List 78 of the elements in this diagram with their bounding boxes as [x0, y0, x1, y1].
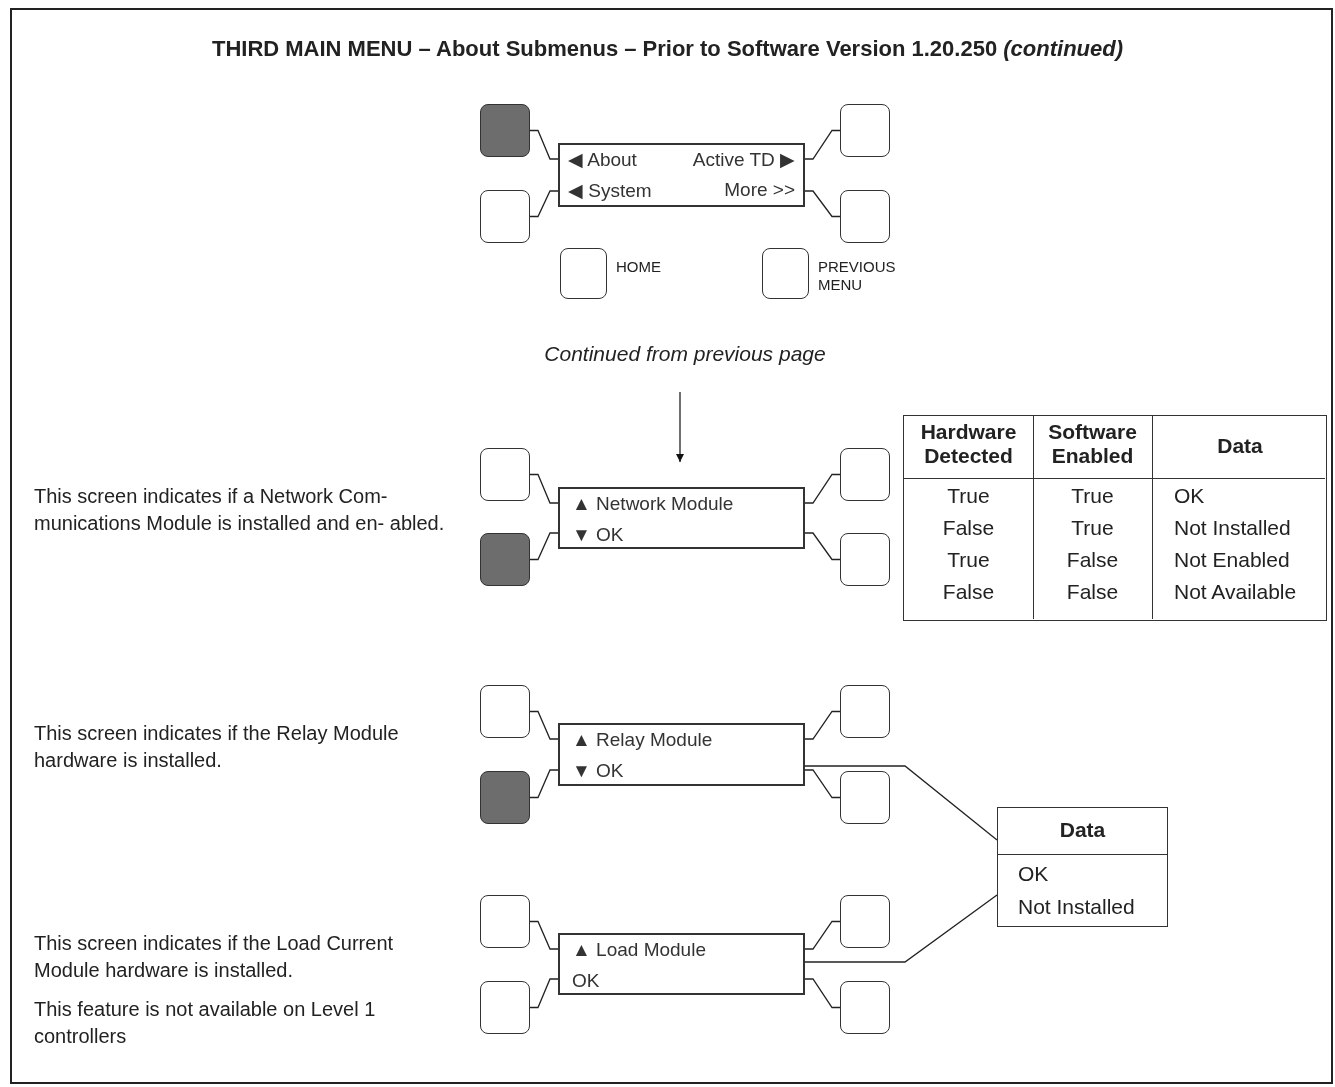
- table-header: Hardware Detected: [919, 420, 1018, 468]
- description-text: This screen indicates if a Network Com- munications Module is installed and en- abled.: [34, 484, 446, 536]
- table-cell: OK: [1174, 484, 1205, 508]
- connector-line: [529, 710, 559, 740]
- table-cell: Not Enabled: [1174, 548, 1290, 572]
- connector-line: [804, 129, 841, 160]
- pressed-keypad-button: [480, 104, 530, 157]
- keypad-button: [840, 771, 890, 824]
- screen-text: ▼ OK: [572, 524, 624, 546]
- table-header: Software Enabled: [1047, 420, 1138, 468]
- description-text: This screen indicates if the Relay Module hardware is installed.: [34, 721, 400, 773]
- keypad-button: [480, 895, 530, 948]
- keypad-button: [840, 533, 890, 586]
- keypad-button: [840, 981, 890, 1034]
- table-cell-text: False: [1065, 548, 1120, 572]
- table-cell: Not Available: [1174, 580, 1297, 604]
- screen-text: ▲ Load Module: [572, 939, 706, 961]
- table-cell-text: False: [1065, 580, 1120, 604]
- connector-line: [529, 532, 559, 561]
- connector-line: [804, 920, 841, 950]
- table-header: Data: [1058, 818, 1107, 842]
- pressed-keypad-button: [480, 771, 530, 824]
- table-cell: OK: [1018, 862, 1049, 886]
- connector-line: [804, 532, 841, 561]
- keypad-button: [480, 190, 530, 243]
- connector-line: [529, 978, 559, 1009]
- arrow: [676, 391, 684, 463]
- connector-line: [804, 978, 841, 1009]
- keypad-button: [480, 448, 530, 501]
- keypad-button: [480, 981, 530, 1034]
- connector-line: [529, 769, 559, 799]
- keypad-button: [560, 248, 607, 299]
- button-label: PREVIOUS MENU: [818, 258, 897, 294]
- keypad-button: [840, 448, 890, 501]
- screen-text: ◀ About: [568, 148, 637, 171]
- connector-line: [804, 473, 841, 504]
- connector-line: [529, 473, 559, 504]
- table-cell: Not Installed: [1018, 895, 1135, 919]
- connector-line: [804, 190, 841, 218]
- lcd-screen: [558, 933, 805, 995]
- keypad-button: [840, 104, 890, 157]
- screen-text: Active TD ▶: [692, 148, 795, 171]
- screen-text: More >>: [724, 179, 795, 201]
- screen-text: ▲ Network Module: [572, 493, 734, 515]
- screen-text: ▲ Relay Module: [572, 729, 713, 751]
- table-cell-text: False: [941, 580, 996, 604]
- table-cell-text: True: [1070, 516, 1115, 540]
- connector-line: [529, 920, 559, 950]
- keypad-button: [840, 685, 890, 738]
- connector-line: [529, 129, 559, 160]
- pressed-keypad-button: [480, 533, 530, 586]
- connector-line: [804, 769, 841, 799]
- table-cell-text: True: [946, 484, 991, 508]
- lcd-screen: [558, 487, 805, 549]
- table-cell-text: True: [946, 548, 991, 572]
- description-text: This feature is not available on Level 1 controllers: [34, 997, 377, 1049]
- keypad-button: [762, 248, 809, 299]
- title: THIRD MAIN MENU – About Submenus – Prior to Software Version 1.20.250 (continued): [210, 36, 1125, 62]
- screen-text: ◀ System: [568, 179, 652, 202]
- keypad-button: [480, 685, 530, 738]
- leader-line: [804, 765, 998, 841]
- leader-line: [804, 894, 998, 963]
- screen-text: ▼ OK: [572, 760, 624, 782]
- lcd-screen: [558, 723, 805, 786]
- screen-text: OK: [572, 970, 600, 992]
- description-text: This screen indicates if the Load Current Module hardware is installed.: [34, 931, 395, 983]
- note-text: Continued from previous page: [470, 342, 900, 366]
- lcd-screen: [558, 143, 805, 207]
- connector-line: [804, 710, 841, 740]
- connector-line: [529, 190, 559, 218]
- table-cell-text: False: [941, 516, 996, 540]
- data-table: [997, 807, 1168, 927]
- table-header: Data: [1216, 434, 1264, 458]
- table-cell: Not Installed: [1174, 516, 1291, 540]
- keypad-button: [840, 190, 890, 243]
- keypad-button: [840, 895, 890, 948]
- button-label: HOME: [616, 258, 662, 276]
- table-cell-text: True: [1070, 484, 1115, 508]
